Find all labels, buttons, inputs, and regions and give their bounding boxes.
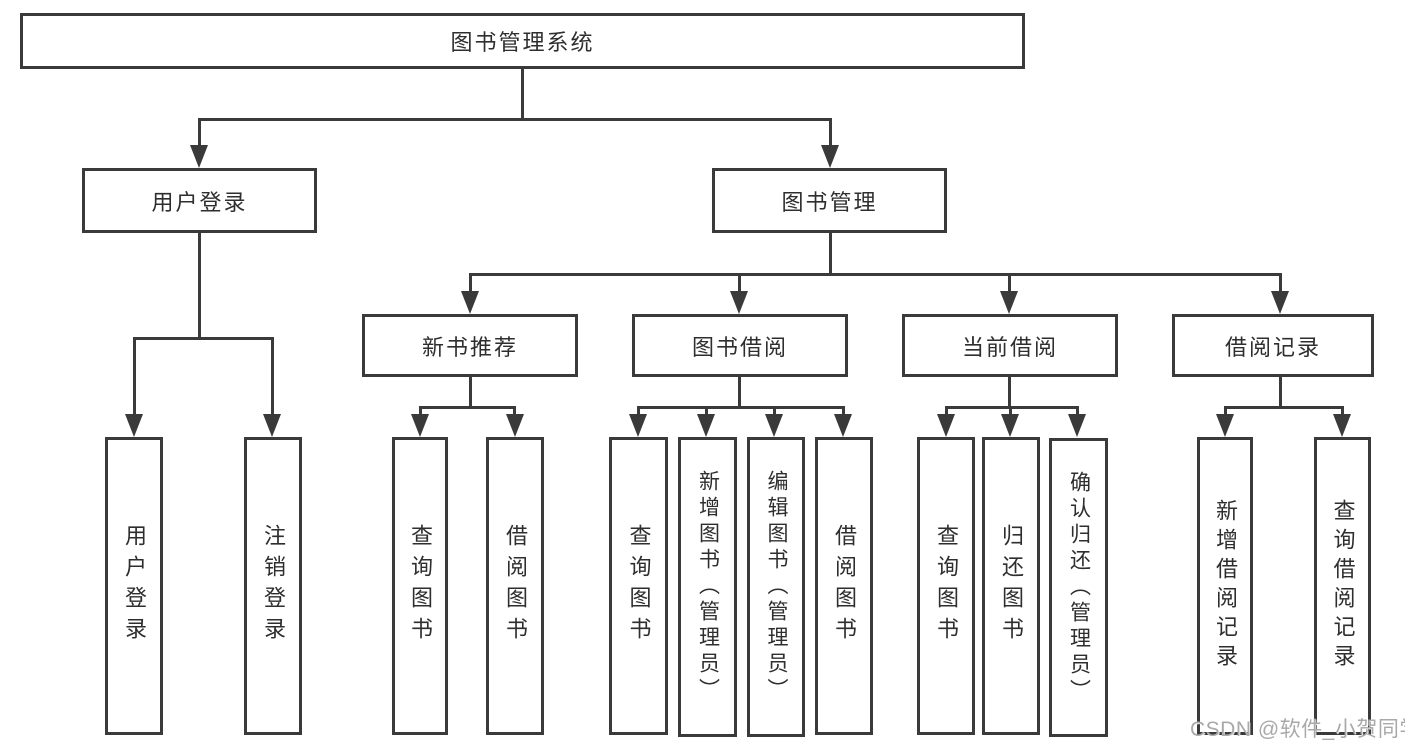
node-label: 新增图书（管理员）	[696, 470, 720, 704]
arrowhead-down-icon	[697, 414, 715, 437]
connector-line	[705, 406, 708, 417]
leaf-add-book-admin: 新增图书（管理员）	[678, 437, 737, 737]
arrowhead-down-icon	[1000, 291, 1018, 314]
arrowhead-down-icon	[730, 291, 748, 314]
node-label: 新增借阅记录	[1213, 499, 1238, 673]
arrowhead-down-icon	[1271, 291, 1289, 314]
connector-line	[133, 337, 274, 340]
node-label: 用户登录	[122, 524, 147, 648]
connector-line	[1009, 406, 1012, 417]
connector-line	[1279, 377, 1282, 406]
node-borrow-records: 借阅记录	[1172, 314, 1374, 377]
connector-line	[773, 406, 776, 417]
node-label: 用户登录	[151, 189, 248, 215]
node-current-borrowing: 当前借阅	[902, 314, 1118, 377]
node-label: 归还图书	[999, 524, 1024, 648]
arrowhead-down-icon	[937, 414, 955, 437]
node-label: 新书推荐	[421, 334, 518, 360]
connector-line	[521, 68, 524, 118]
connector-line	[945, 406, 1079, 409]
leaf-confirm-return-admin: 确认归还（管理员）	[1049, 438, 1108, 737]
arrowhead-down-icon	[125, 414, 143, 437]
node-label: 注销登录	[261, 524, 286, 648]
connector-line	[419, 406, 422, 417]
leaf-query-book-3: 查询图书	[917, 437, 975, 735]
connector-line	[637, 406, 845, 409]
node-label: 借阅图书	[832, 524, 857, 648]
node-label: 确认归还（管理员）	[1067, 470, 1091, 705]
connector-line	[738, 377, 741, 406]
arrowhead-down-icon	[190, 145, 208, 168]
arrowhead-down-icon	[834, 414, 852, 437]
node-new-book-recommend: 新书推荐	[362, 314, 578, 377]
arrowhead-down-icon	[263, 414, 281, 437]
leaf-add-borrow-record: 新增借阅记录	[1197, 437, 1253, 735]
leaf-query-book-2: 查询图书	[609, 437, 668, 735]
connector-line	[1008, 377, 1011, 406]
connector-line	[513, 406, 516, 417]
node-book-borrowing: 图书借阅	[632, 314, 848, 377]
node-label: 当前借阅	[961, 334, 1058, 360]
arrowhead-down-icon	[411, 414, 429, 437]
connector-line	[1008, 273, 1011, 295]
node-label: 图书借阅	[691, 334, 788, 360]
arrowhead-down-icon	[1001, 414, 1019, 437]
arrowhead-down-icon	[1333, 414, 1351, 437]
connector-line	[419, 406, 516, 409]
arrowhead-down-icon	[461, 291, 479, 314]
arrowhead-down-icon	[1068, 414, 1086, 437]
node-root: 图书管理系统	[20, 13, 1025, 69]
connector-line	[637, 406, 640, 417]
arrowhead-down-icon	[1216, 414, 1234, 437]
leaf-borrow-book-1: 借阅图书	[486, 437, 544, 735]
leaf-user-login: 用户登录	[105, 437, 163, 735]
node-user-login: 用户登录	[82, 168, 317, 233]
connector-line	[1279, 273, 1282, 295]
leaf-edit-book-admin: 编辑图书（管理员）	[747, 437, 805, 737]
node-label: 查询图书	[626, 524, 652, 648]
node-label: 图书管理系统	[450, 30, 595, 55]
node-book-management: 图书管理	[712, 168, 947, 233]
connector-line	[198, 118, 201, 148]
node-label: 查询图书	[934, 524, 959, 648]
connector-line	[469, 273, 472, 295]
connector-line	[829, 233, 832, 273]
node-label: 查询借阅记录	[1330, 499, 1356, 673]
connector-line	[738, 273, 741, 295]
arrowhead-down-icon	[506, 414, 524, 437]
connector-line	[829, 118, 832, 148]
node-label: 借阅记录	[1224, 334, 1321, 360]
leaf-query-book-1: 查询图书	[392, 437, 448, 735]
connector-line	[1341, 406, 1344, 417]
leaf-return-book: 归还图书	[982, 437, 1040, 735]
connector-line	[469, 273, 1282, 276]
arrowhead-down-icon	[765, 414, 783, 437]
leaf-logout: 注销登录	[244, 437, 302, 735]
connector-line	[842, 406, 845, 417]
connector-line	[469, 377, 472, 406]
node-label: 借阅图书	[503, 524, 528, 648]
connector-line	[198, 233, 201, 337]
arrowhead-down-icon	[629, 414, 647, 437]
node-label: 查询图书	[408, 524, 433, 648]
arrowhead-down-icon	[821, 145, 839, 168]
connector-line	[945, 406, 948, 417]
connector-line	[271, 337, 274, 417]
node-label: 图书管理	[781, 189, 878, 215]
connector-line	[1224, 406, 1344, 409]
connector-line	[1224, 406, 1227, 417]
leaf-borrow-book-2: 借阅图书	[815, 437, 873, 735]
connector-line	[1076, 406, 1079, 417]
csdn-watermark: CSDN @软件_小贺同学	[1190, 718, 1405, 741]
leaf-query-borrow-record: 查询借阅记录	[1314, 437, 1371, 735]
connector-line	[198, 118, 832, 121]
connector-line	[133, 337, 136, 417]
node-label: 编辑图书（管理员）	[765, 470, 788, 704]
